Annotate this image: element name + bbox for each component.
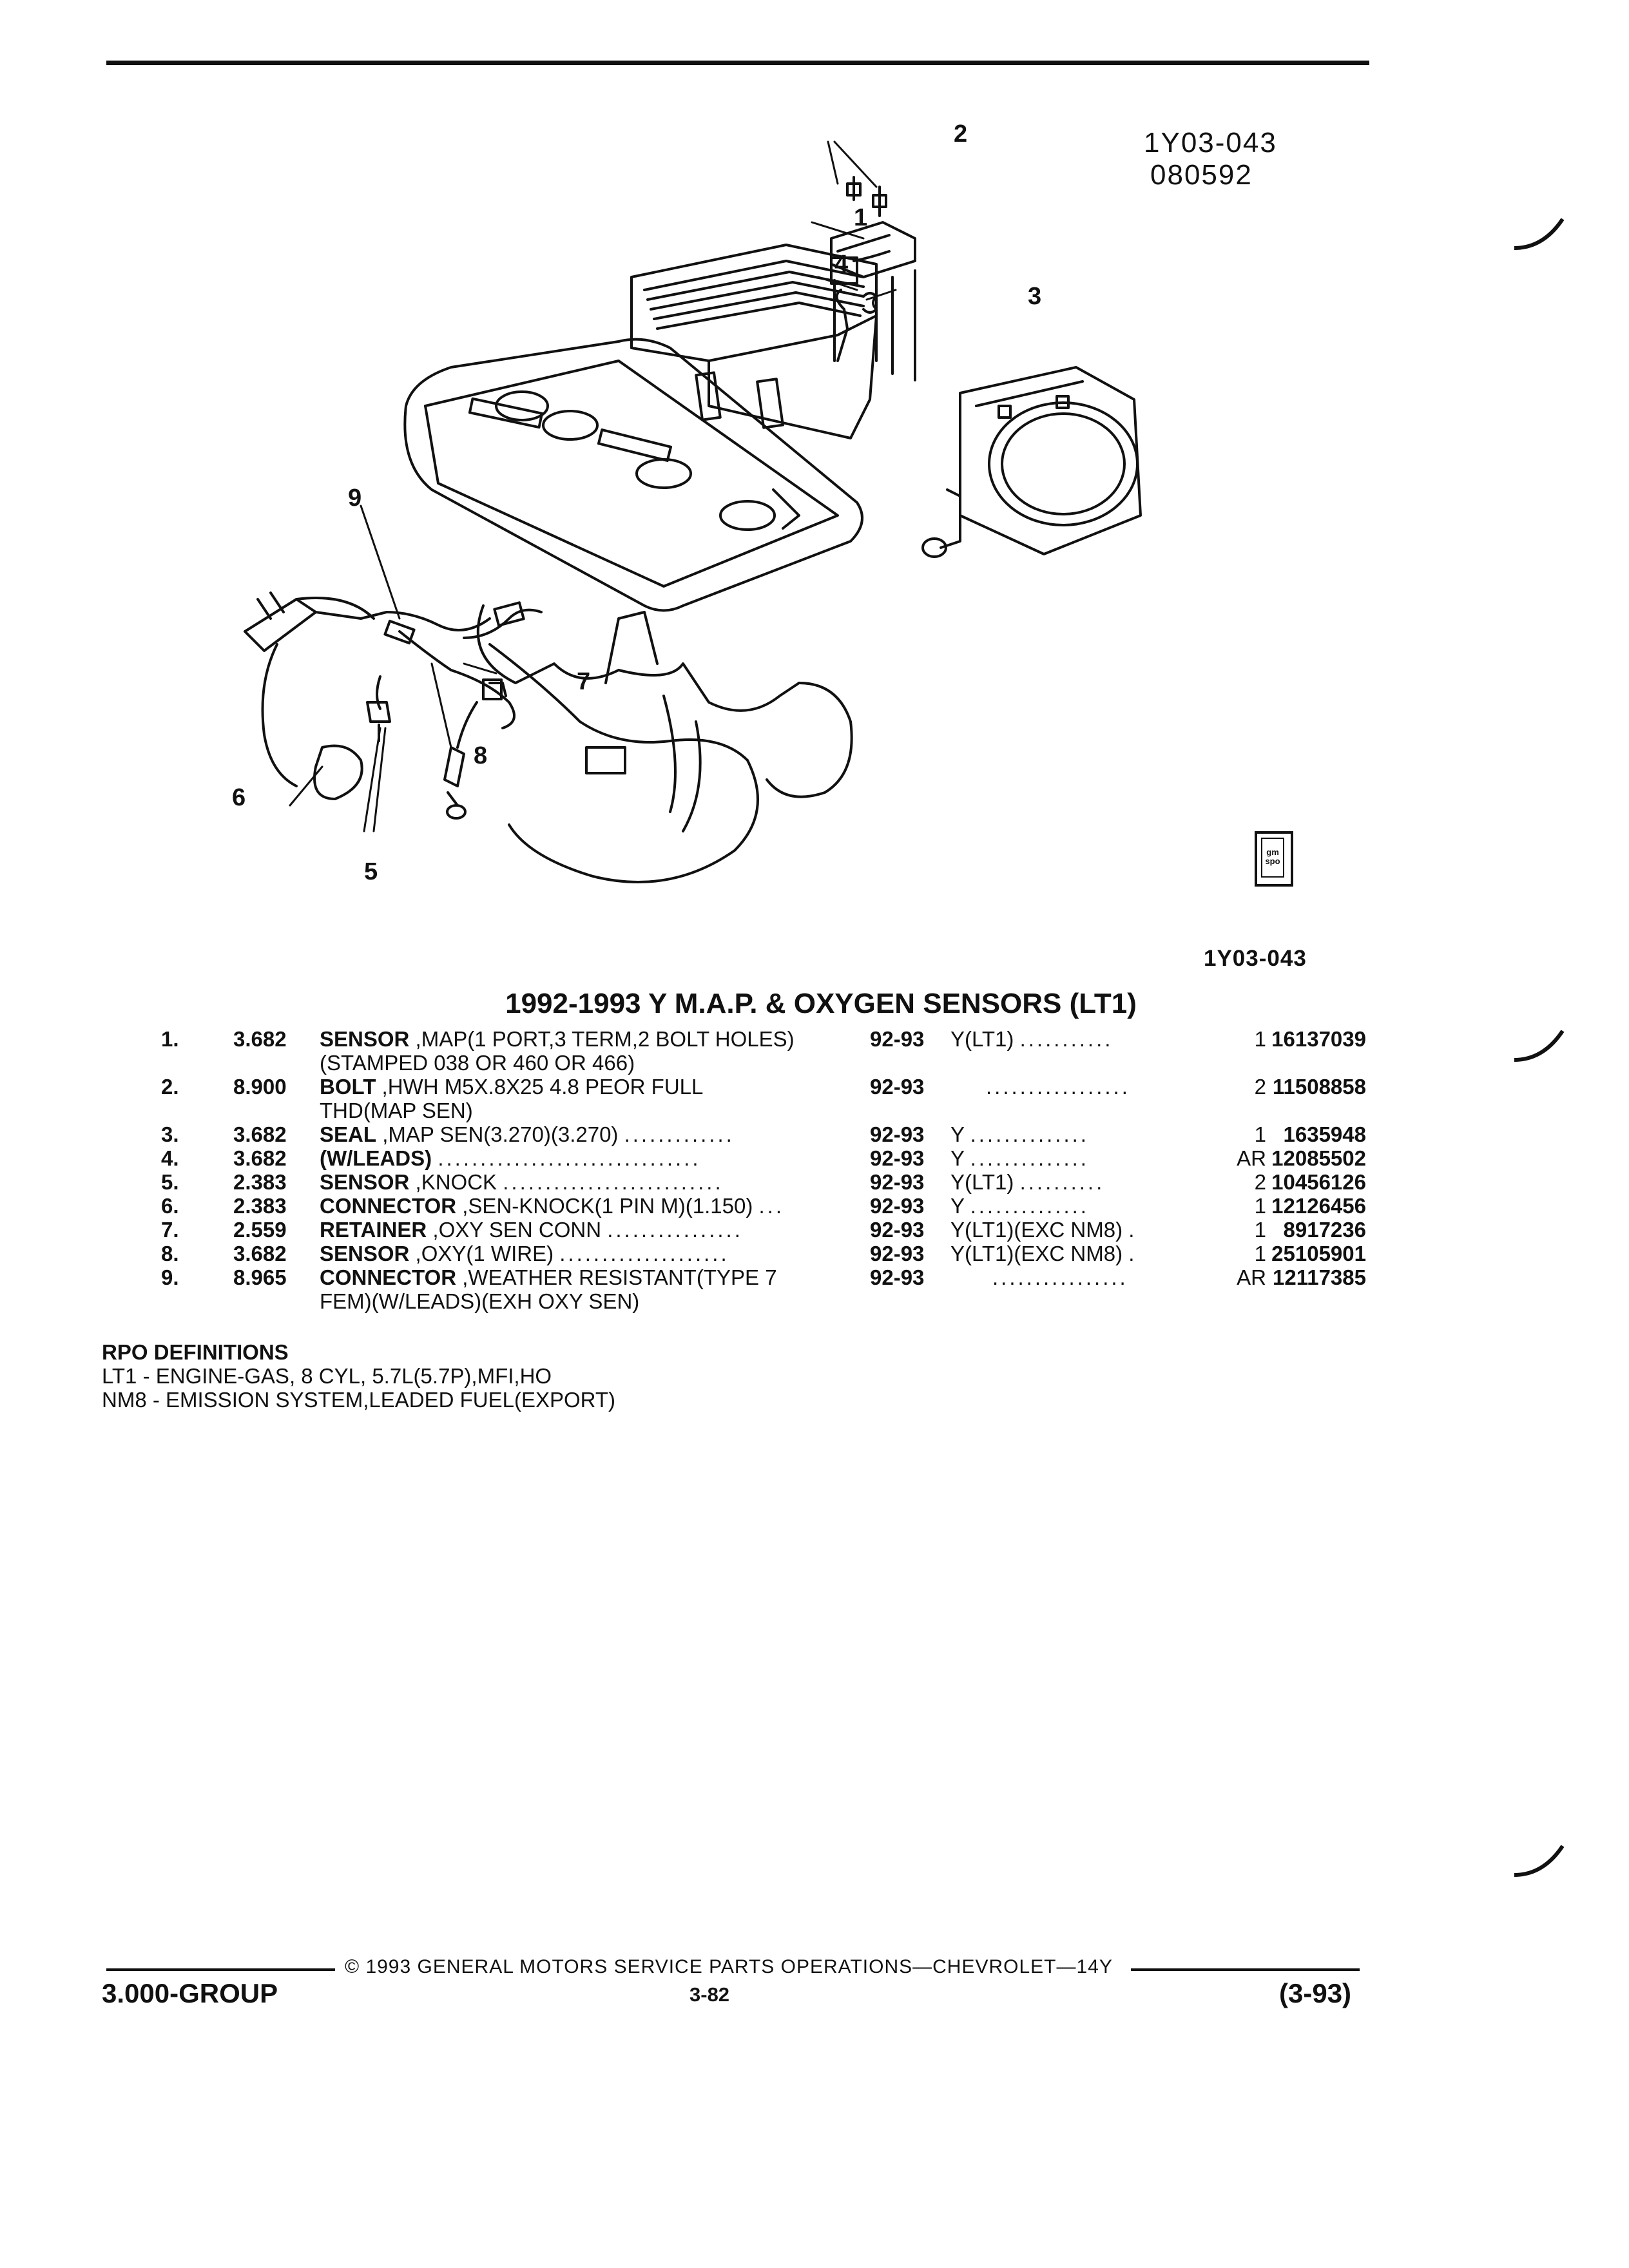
footer-date: (3-93)	[1279, 1978, 1352, 2008]
footer-rule-left	[106, 1968, 335, 1971]
gm-spo-logo: gm spo	[1255, 831, 1293, 887]
rpo-line: LT1 - ENGINE-GAS, 8 CYL, 5.7L(5.7P),MFI,…	[102, 1364, 552, 1388]
callout-1: 1	[854, 204, 867, 231]
callout-8: 8	[474, 742, 487, 769]
section-title: 1992-1993 Y M.A.P. & OXYGEN SENSORS (LT1…	[505, 988, 1137, 1019]
callout-numbers: 2 1 4 3 9 7 8 6 5	[232, 120, 1041, 885]
engine-sensor-illustration: 2 1 4 3 9 7 8 6 5	[232, 120, 1142, 885]
callout-6: 6	[232, 784, 246, 811]
table-row: 7. 2.559 RETAINER ,OXY SEN CONN ........…	[161, 1218, 1366, 1242]
footer-page-number: 3-82	[689, 1983, 730, 2006]
rpo-line: NM8 - EMISSION SYSTEM,LEADED FUEL(EXPORT…	[102, 1388, 616, 1412]
oxygen-sensor-wiring	[244, 591, 543, 820]
figure-ref-code: 1Y03-043	[1144, 127, 1277, 159]
callout-2: 2	[954, 120, 967, 148]
table-row: 3. 3.682 SEAL ,MAP SEN(3.270)(3.270) ...…	[161, 1122, 1366, 1146]
throttle-body	[921, 366, 1142, 558]
binder-mark	[1514, 1845, 1565, 1877]
table-row: 4. 3.682 (W/LEADS) .....................…	[161, 1146, 1366, 1170]
callout-leaders	[289, 140, 897, 832]
binder-mark	[1514, 218, 1565, 250]
callout-4: 4	[834, 251, 848, 278]
callout-5: 5	[364, 858, 378, 885]
table-row: 9. 8.965 CONNECTOR ,WEATHER RESISTANT(TY…	[161, 1265, 1366, 1313]
top-rule	[106, 61, 1369, 65]
callout-7: 7	[577, 668, 590, 695]
footer-copyright: © 1993 GENERAL MOTORS SERVICE PARTS OPER…	[345, 1956, 1113, 1977]
exhaust-manifold	[476, 604, 853, 883]
table-row: 2. 8.900 BOLT ,HWH M5X.8X25 4.8 PEOR FUL…	[161, 1075, 1366, 1122]
footer-group: 3.000-GROUP	[102, 1978, 278, 2008]
table-row: 8. 3.682 SENSOR ,OXY(1 WIRE) ...........…	[161, 1242, 1366, 1265]
callout-3: 3	[1028, 283, 1041, 310]
table-row: 1. 3.682 SENSOR ,MAP(1 PORT,3 TERM,2 BOL…	[161, 1027, 1366, 1075]
parts-list: 1. 3.682 SENSOR ,MAP(1 PORT,3 TERM,2 BOL…	[155, 1027, 1366, 1313]
figure-reference: 1Y03-043 080592	[1144, 127, 1277, 191]
rpo-definitions: RPO DEFINITIONS LT1 - ENGINE-GAS, 8 CYL,…	[102, 1340, 615, 1412]
callout-9: 9	[348, 485, 361, 512]
rpo-heading: RPO DEFINITIONS	[102, 1340, 289, 1364]
footer-rule-right	[1131, 1968, 1360, 1971]
valve-cover	[403, 338, 863, 612]
figure-ref-date: 080592	[1150, 159, 1253, 191]
binder-mark	[1514, 1030, 1565, 1062]
table-row: 5. 2.383 SENSOR ,KNOCK .................…	[161, 1170, 1366, 1194]
table-row: 6. 2.383 CONNECTOR ,SEN-KNOCK(1 PIN M)(1…	[161, 1194, 1366, 1218]
figure-code: 1Y03-043	[1204, 946, 1307, 971]
map-sensor-group	[830, 176, 916, 381]
